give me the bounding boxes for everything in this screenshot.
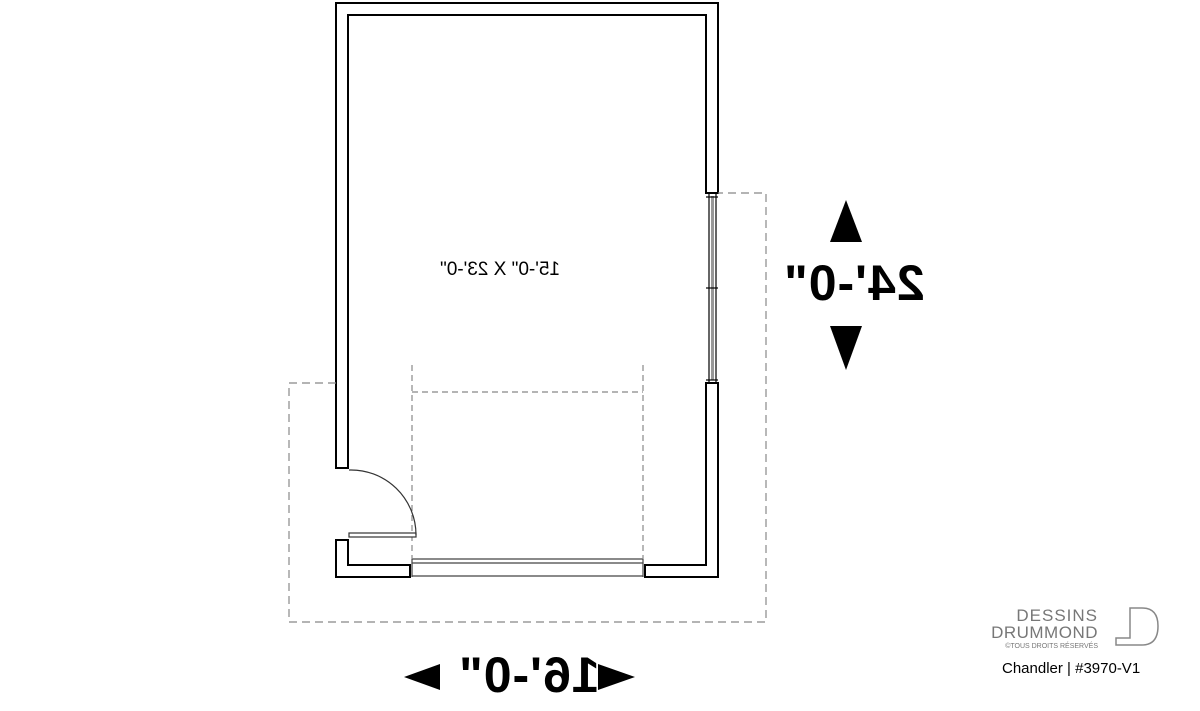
roof-outline-dashed — [288, 192, 767, 623]
garage-door-swing-dashed — [411, 365, 644, 559]
logo-line1: DESSINS — [1016, 606, 1098, 625]
room-dimension-label: 15'-0" X 23'-0" — [440, 259, 561, 280]
garage-door — [411, 558, 644, 577]
logo-mark-icon — [1115, 607, 1159, 646]
logo-rights: ©TOUS DROITS RÉSERVÉS — [1005, 643, 1098, 650]
wall-bottom-left — [335, 539, 411, 578]
width-dimension: 16'-0" — [458, 647, 600, 703]
wall-top-left — [335, 2, 719, 469]
arrow-left-icon — [404, 664, 440, 690]
depth-dimension: 24'-0" — [783, 255, 925, 311]
arrow-right-icon — [598, 664, 635, 690]
plan-name: Chandler | #3970-V1 — [1002, 660, 1141, 677]
wall-bottom-right — [644, 382, 719, 578]
entry-door — [348, 469, 417, 538]
arrow-up-icon — [830, 200, 862, 242]
window — [706, 193, 718, 383]
arrow-down-icon — [830, 326, 862, 370]
logo-line2: DRUMMOND — [991, 623, 1098, 642]
